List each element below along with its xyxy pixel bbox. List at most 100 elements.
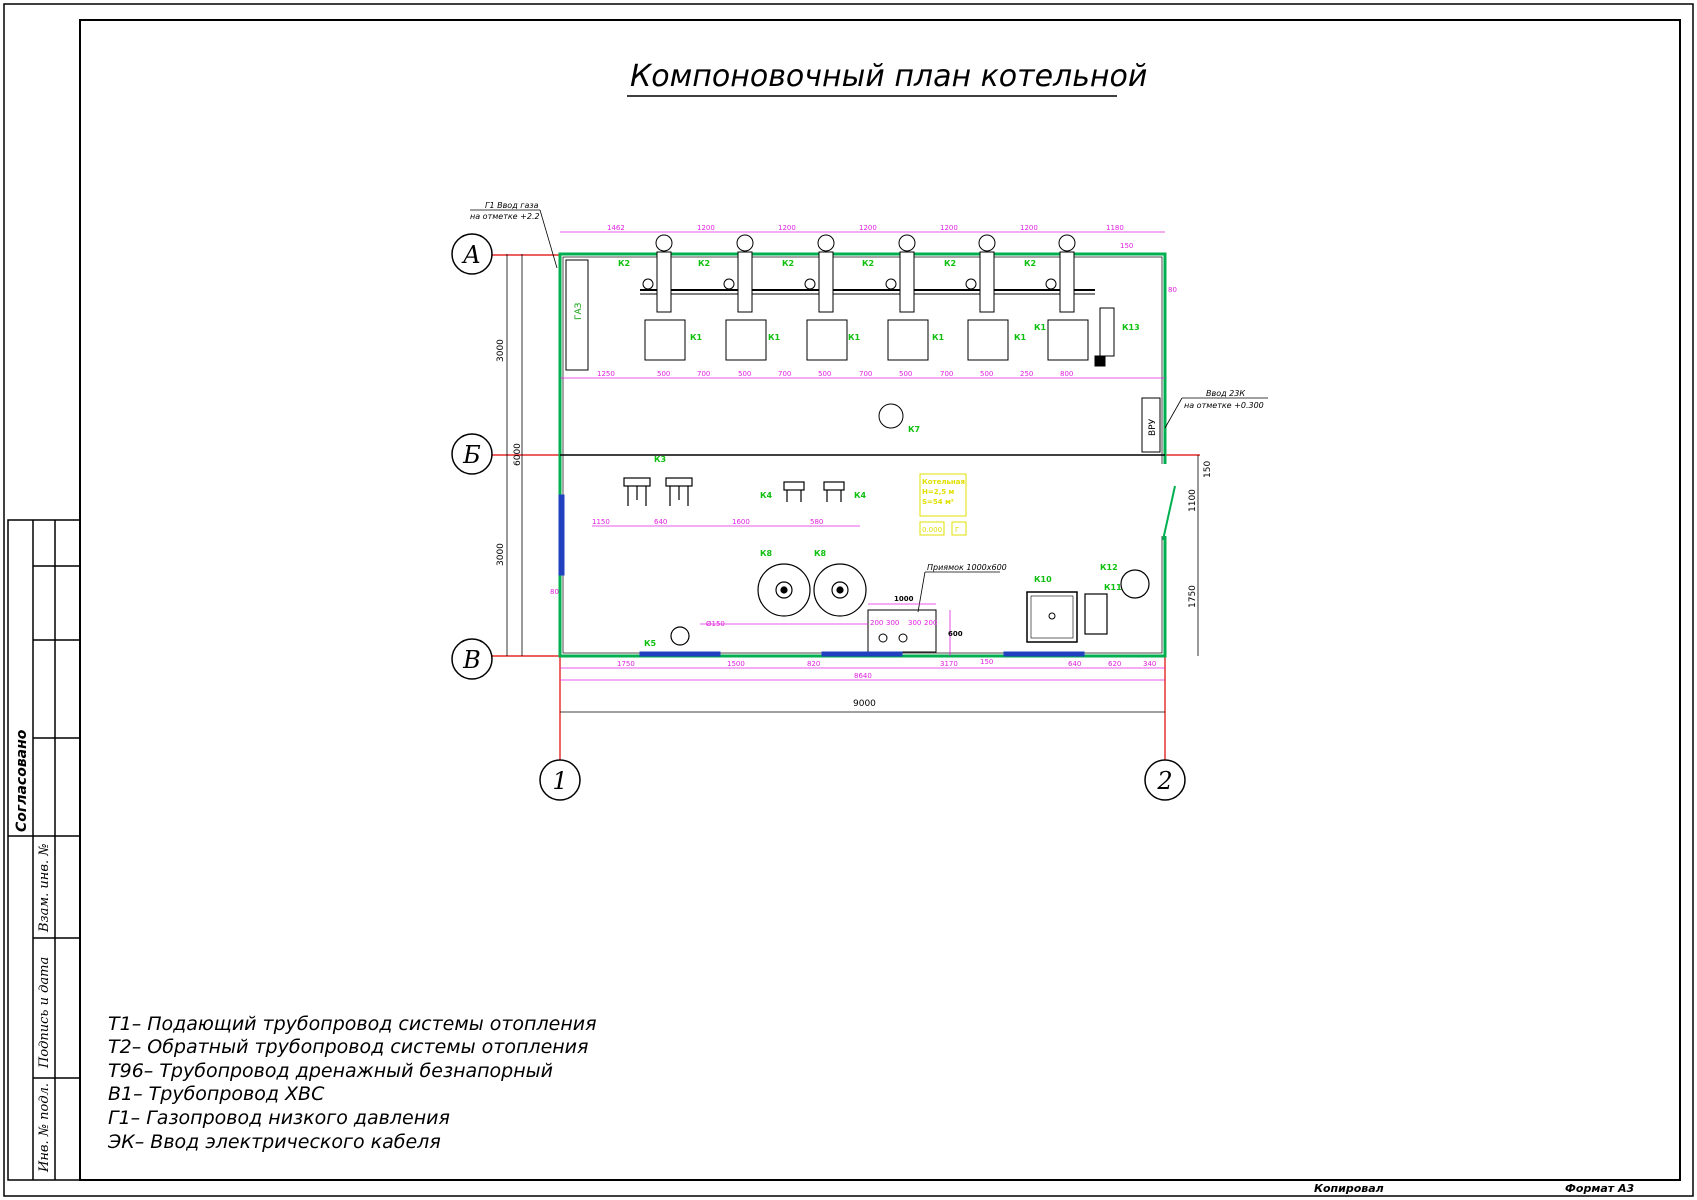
svg-text:8640: 8640 [854, 672, 872, 680]
svg-text:80: 80 [550, 588, 559, 596]
expansion-tanks [757, 563, 867, 617]
svg-text:К1: К1 [1034, 323, 1047, 332]
vru-label: ВРУ [1148, 418, 1158, 436]
stamp-sign-date: Подпись и дата [37, 957, 52, 1069]
svg-text:К1: К1 [848, 333, 861, 342]
svg-text:1462: 1462 [607, 224, 625, 232]
svg-text:В: В [462, 646, 481, 674]
axis-bubble-b: Б [451, 433, 493, 475]
svg-text:1200: 1200 [859, 224, 877, 232]
svg-text:640: 640 [654, 518, 667, 526]
filter-unit-k11 [1084, 593, 1108, 635]
svg-text:К3: К3 [654, 455, 666, 464]
gas-cabinet [565, 259, 589, 371]
gas-note-leader [539, 209, 558, 269]
room-info-name: Котельная [922, 478, 965, 486]
svg-text:1600: 1600 [732, 518, 750, 526]
boiler-3 [804, 234, 848, 361]
boiler-4 [885, 234, 929, 361]
pit-label: Приямок 1000х600 [927, 563, 1007, 572]
boiler-6 [1045, 234, 1089, 361]
svg-text:К2: К2 [782, 259, 794, 268]
svg-text:1180: 1180 [1106, 224, 1124, 232]
svg-text:1750: 1750 [617, 660, 635, 668]
svg-text:Ø150: Ø150 [706, 620, 725, 628]
svg-text:К7: К7 [908, 425, 920, 434]
dim-right-2: 1100 [1188, 489, 1198, 512]
room-tag-box-1 [919, 521, 945, 536]
svg-text:1150: 1150 [592, 518, 610, 526]
frame-border [79, 19, 1681, 1181]
legend-ek: ЭК– Ввод электрического кабеля [107, 1131, 441, 1153]
svg-text:700: 700 [697, 370, 710, 378]
svg-text:К13: К13 [1122, 323, 1140, 332]
gas-note-line2: на отметке +2.2 [470, 212, 540, 221]
elec-note-line1: Ввод 23К [1206, 389, 1245, 398]
footer-format: Формат А3 [1565, 1182, 1634, 1195]
dim-total-text: 9000 [853, 699, 876, 709]
room-tag-cat: Г [955, 526, 959, 534]
gas-note-line1: Г1 Ввод газа [485, 201, 539, 210]
svg-text:2: 2 [1156, 767, 1172, 795]
svg-text:3170: 3170 [940, 660, 958, 668]
dim-right-3: 1750 [1188, 585, 1198, 608]
svg-text:К1: К1 [690, 333, 703, 342]
boiler-1 [642, 234, 686, 361]
svg-text:Б: Б [462, 441, 481, 469]
legend-g1: Г1– Газопровод низкого давления [108, 1107, 450, 1129]
dim-left-a-text: 3000 [496, 339, 506, 362]
svg-text:200: 200 [870, 619, 883, 627]
pit-leader [917, 571, 926, 613]
svg-text:150: 150 [1120, 242, 1133, 250]
svg-text:500: 500 [818, 370, 831, 378]
dim-left-b-text: 3000 [496, 543, 506, 566]
svg-text:1500: 1500 [727, 660, 745, 668]
svg-text:К1: К1 [768, 333, 781, 342]
dimension-lines [560, 231, 1165, 681]
svg-text:К8: К8 [760, 549, 773, 558]
elec-note-line2: на отметке +0.300 [1184, 401, 1264, 410]
drainage-channels [558, 494, 1085, 657]
axis-lines [490, 254, 1200, 760]
equipment-tags: К2 К2 К2 К2 К2 К2 К1 К1 К1 К1 К1 К1 К13 … [618, 259, 1140, 648]
dim-right-1: 150 [1203, 461, 1213, 478]
boiler-row [640, 234, 1115, 367]
svg-text:К1: К1 [1014, 333, 1027, 342]
legend-t1: Т1– Подающий трубопровод системы отоплен… [108, 1013, 597, 1035]
svg-text:1: 1 [552, 767, 567, 795]
svg-text:1200: 1200 [697, 224, 715, 232]
meter-unit-k12 [1120, 569, 1150, 599]
pump-group-k3 [623, 477, 693, 506]
svg-text:200: 200 [924, 619, 937, 627]
stamp-orig-inv: Инв. № подл. [37, 1083, 52, 1173]
outer-border [3, 3, 1694, 1197]
svg-text:150: 150 [980, 658, 993, 666]
svg-text:300: 300 [886, 619, 899, 627]
svg-text:600: 600 [948, 630, 963, 638]
boiler-5 [965, 234, 1009, 361]
svg-text:К2: К2 [944, 259, 956, 268]
footer-copied: Копировал [1314, 1182, 1384, 1195]
svg-text:500: 500 [738, 370, 751, 378]
svg-text:700: 700 [940, 370, 953, 378]
pit [867, 609, 937, 653]
chimney [878, 403, 904, 429]
svg-text:К5: К5 [644, 639, 657, 648]
hydro-arrow [1099, 307, 1115, 357]
svg-text:1200: 1200 [940, 224, 958, 232]
svg-text:1200: 1200 [778, 224, 796, 232]
svg-text:К4: К4 [854, 491, 867, 500]
svg-text:500: 500 [657, 370, 670, 378]
room-info-box [919, 473, 967, 517]
boiler-2 [723, 234, 767, 361]
legend-t96: Т96– Трубопровод дренажный безнапорный [108, 1060, 553, 1082]
svg-text:А: А [461, 241, 481, 269]
svg-text:1250: 1250 [597, 370, 615, 378]
svg-text:К2: К2 [1024, 259, 1036, 268]
door-leaf [1162, 485, 1176, 541]
svg-text:80: 80 [1168, 286, 1177, 294]
svg-text:К2: К2 [698, 259, 710, 268]
pump-k5 [670, 626, 690, 646]
svg-text:800: 800 [1060, 370, 1073, 378]
